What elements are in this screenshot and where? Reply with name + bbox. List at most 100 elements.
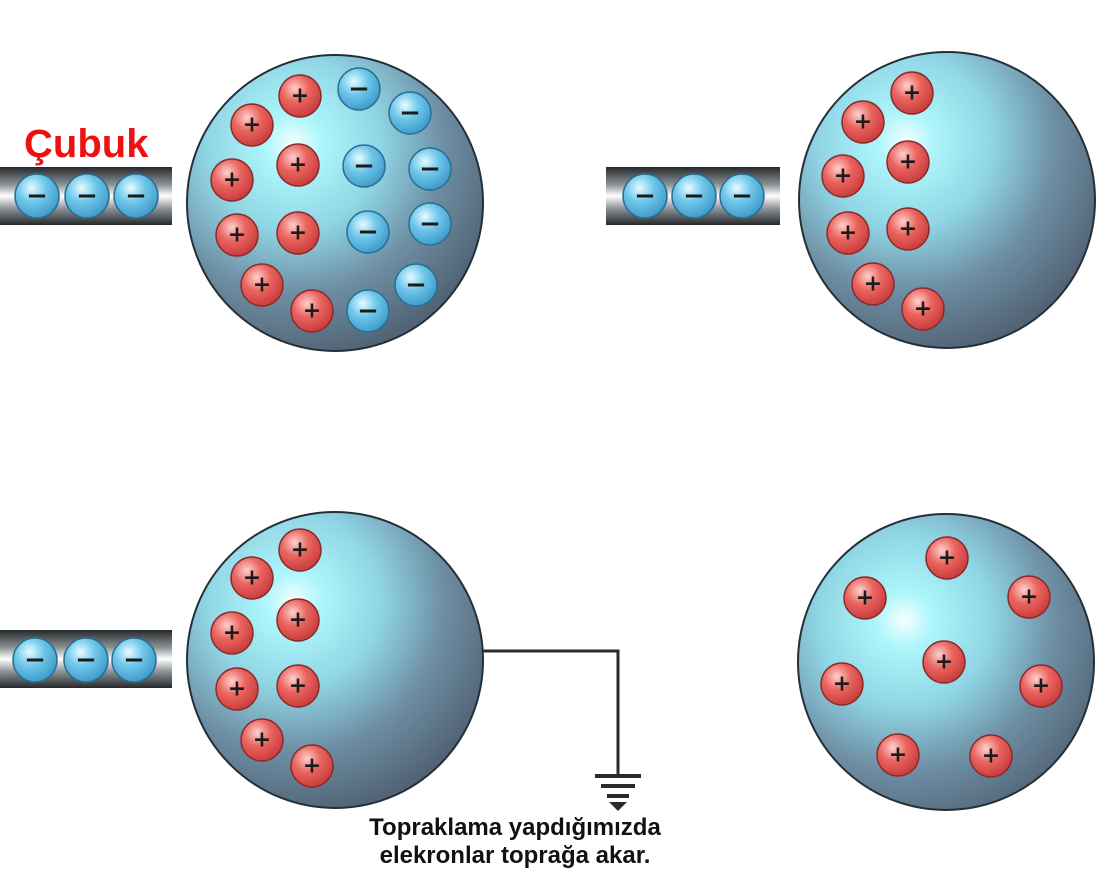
positive-charge: + <box>821 154 865 198</box>
rod-negative-charges: −−− <box>622 173 765 219</box>
minus-sign: − <box>353 151 375 181</box>
minus-sign: − <box>419 154 441 184</box>
plus-sign: + <box>303 754 321 779</box>
minus-sign: − <box>75 645 97 675</box>
positive-charge: + <box>276 143 320 187</box>
negative-charge: − <box>111 637 157 683</box>
charged-rod: −−− <box>0 630 172 688</box>
plus-sign: + <box>253 728 271 753</box>
plus-sign: + <box>243 113 261 138</box>
minus-sign: − <box>357 296 379 326</box>
plus-sign: + <box>914 297 932 322</box>
plus-sign: + <box>935 650 953 675</box>
negative-charge: − <box>63 637 109 683</box>
plus-sign: + <box>1032 674 1050 699</box>
rod-negative-charges: −−− <box>14 173 159 219</box>
sphere-negative-charges: −−−−−−−− <box>337 67 452 333</box>
minus-sign: − <box>634 181 656 211</box>
minus-sign: − <box>399 98 421 128</box>
charged-rod: −−− <box>606 167 780 225</box>
sphere-body <box>186 511 484 809</box>
positive-charge: + <box>240 263 284 307</box>
positive-charge: + <box>886 207 930 251</box>
positive-charge: + <box>820 662 864 706</box>
sphere-positive-charges: + + + + + + + + <box>210 74 334 333</box>
ground-symbol <box>595 774 641 811</box>
plus-sign: + <box>899 217 917 242</box>
sphere: ++++++++ −−−−−−−− <box>186 54 484 352</box>
positive-charge: + <box>969 734 1013 778</box>
negative-charge: − <box>408 147 452 191</box>
negative-charge: − <box>622 173 668 219</box>
negative-charge: − <box>342 144 386 188</box>
positive-charge: + <box>230 556 274 600</box>
plus-sign: + <box>291 538 309 563</box>
charged-rod: −−− <box>0 167 172 225</box>
negative-charge: − <box>64 173 110 219</box>
ground-wire <box>483 649 620 775</box>
plus-sign: + <box>839 221 857 246</box>
sphere-positive-charges: ++++++++ <box>820 536 1063 778</box>
grounding-caption: Topraklama yapdığımızda elekronlar topra… <box>300 814 730 870</box>
plus-sign: + <box>223 168 241 193</box>
minus-sign: − <box>419 209 441 239</box>
minus-sign: − <box>26 181 48 211</box>
plus-sign: + <box>253 273 271 298</box>
positive-charge: + <box>841 100 885 144</box>
plus-sign: + <box>291 84 309 109</box>
positive-charge: + <box>890 71 934 115</box>
plus-sign: + <box>834 164 852 189</box>
negative-charge: − <box>14 173 60 219</box>
negative-charge: − <box>346 210 390 254</box>
plus-sign: + <box>854 110 872 135</box>
positive-charge: + <box>851 262 895 306</box>
plus-sign: + <box>864 272 882 297</box>
positive-charge: + <box>290 289 334 333</box>
sphere: ++++++++ <box>798 51 1096 349</box>
minus-sign: − <box>357 217 379 247</box>
positive-charge: + <box>901 287 945 331</box>
minus-sign: − <box>125 181 147 211</box>
panel-1-rod-near-sphere: −−− ++++++++ −−−−−−−− <box>0 54 484 352</box>
positive-charge: + <box>215 667 259 711</box>
negative-charge: − <box>719 173 765 219</box>
positive-charge: + <box>843 576 887 620</box>
positive-charge: + <box>278 528 322 572</box>
negative-charge: − <box>113 173 159 219</box>
plus-sign: + <box>228 677 246 702</box>
sphere-positive-charges: ++++++++ <box>210 528 334 788</box>
minus-sign: − <box>24 645 46 675</box>
positive-charge: + <box>276 211 320 255</box>
negative-charge: − <box>671 173 717 219</box>
positive-charge: + <box>1007 575 1051 619</box>
ground-wire-line <box>483 649 620 775</box>
plus-sign: + <box>289 608 307 633</box>
minus-sign: − <box>683 181 705 211</box>
minus-sign: − <box>123 645 145 675</box>
positive-charge: + <box>826 211 870 255</box>
sphere-body <box>186 54 484 352</box>
plus-sign: + <box>982 744 1000 769</box>
plus-sign: + <box>903 81 921 106</box>
sphere: ++++++++ <box>186 511 484 809</box>
panel-4-positively-charged-sphere: ++++++++ <box>797 513 1095 811</box>
positive-charge: + <box>276 664 320 708</box>
minus-sign: − <box>76 181 98 211</box>
sphere: ++++++++ <box>797 513 1095 811</box>
minus-sign: − <box>348 74 370 104</box>
plus-sign: + <box>289 153 307 178</box>
plus-sign: + <box>289 674 307 699</box>
rod-label: Çubuk <box>24 122 149 166</box>
positive-charge: + <box>230 103 274 147</box>
negative-charge: − <box>346 289 390 333</box>
positive-charge: + <box>290 744 334 788</box>
plus-sign: + <box>289 221 307 246</box>
negative-charge: − <box>394 263 438 307</box>
negative-charge: − <box>12 637 58 683</box>
positive-charge: + <box>276 598 320 642</box>
positive-charge: + <box>215 213 259 257</box>
minus-sign: − <box>731 181 753 211</box>
negative-charge: − <box>408 202 452 246</box>
rod-negative-charges: −−− <box>12 637 157 683</box>
